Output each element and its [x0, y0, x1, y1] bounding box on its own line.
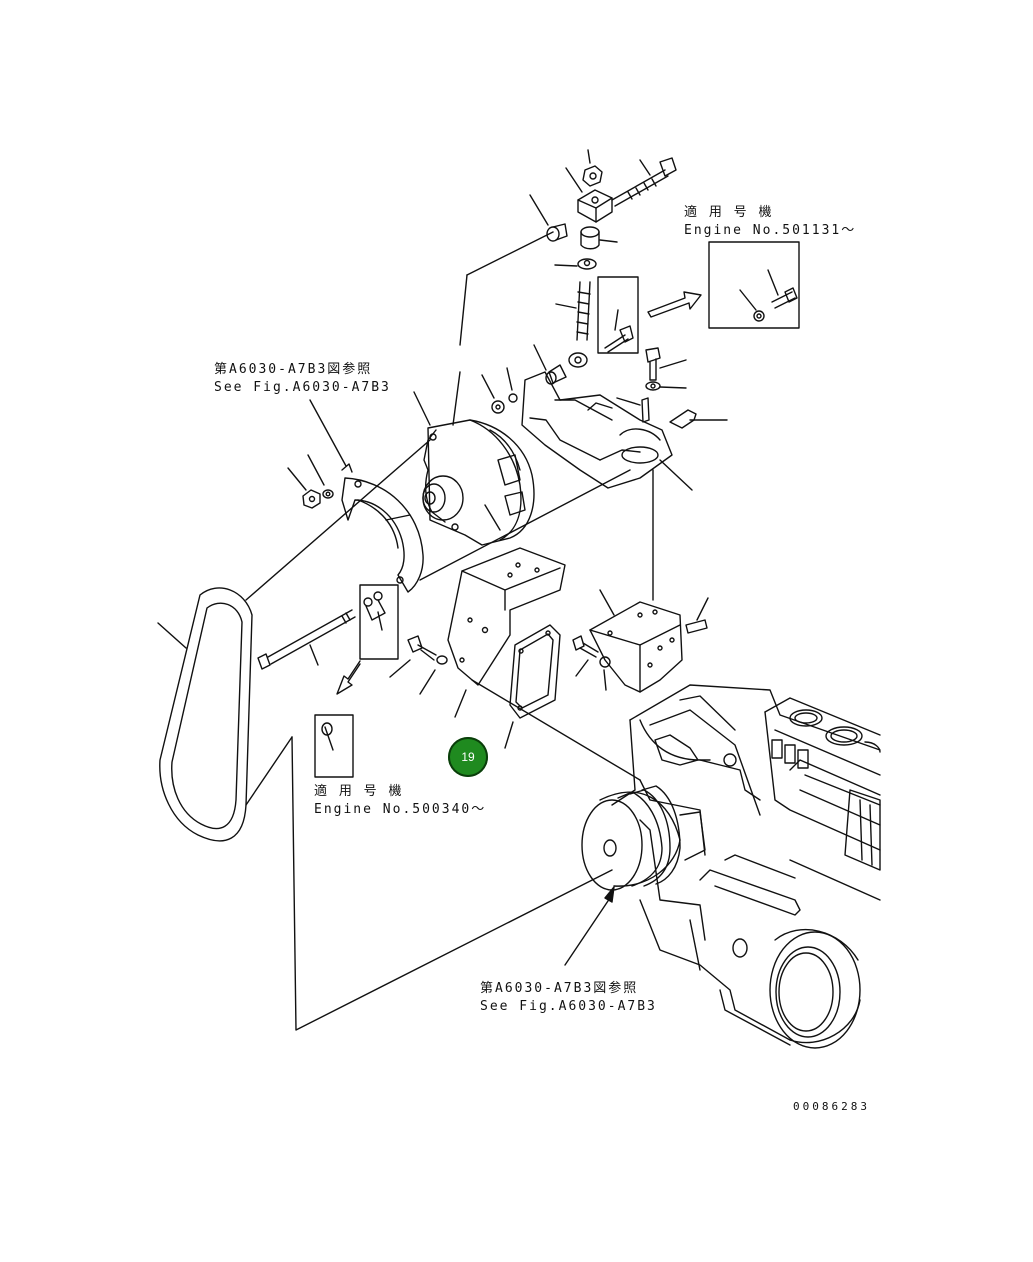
applicable-engine-label-ja: 適 用 号 機	[684, 205, 774, 220]
part-callout-marker[interactable]: 19	[448, 737, 488, 777]
tension-bracket	[573, 590, 708, 692]
callout-number: 19	[461, 750, 475, 764]
v-belt	[158, 588, 252, 841]
alternator	[414, 392, 534, 545]
adjusting-long-bolt	[258, 585, 398, 777]
applicable-engine-label-en-2: Engine No.500340～	[314, 802, 487, 817]
see-figure-ref-en-2: See Fig.A6030-A7B3	[480, 999, 657, 1014]
drawing-number: 00086283	[793, 1100, 870, 1113]
assembly-outline-lines	[246, 232, 653, 1030]
see-figure-ref-ja: 第A6030-A7B3図参照	[214, 362, 373, 377]
alternator-mounting-bracket	[482, 368, 692, 490]
applicable-engine-label-en: Engine No.501131～	[684, 223, 857, 238]
see-figure-ref-en: See Fig.A6030-A7B3	[214, 380, 391, 395]
plate-bolts	[390, 636, 447, 694]
mounting-plate	[448, 548, 565, 717]
belt-guard-cover	[288, 400, 423, 592]
crank-pulley	[565, 786, 705, 965]
see-figure-ref-ja-2: 第A6030-A7B3図参照	[480, 981, 639, 996]
adjuster-bracket-hardware	[530, 150, 727, 428]
engine-block	[612, 685, 880, 1048]
applicable-engine-label-ja-2: 適 用 号 機	[314, 784, 404, 799]
gasket	[505, 625, 560, 748]
inset-engine-501131	[648, 242, 799, 328]
